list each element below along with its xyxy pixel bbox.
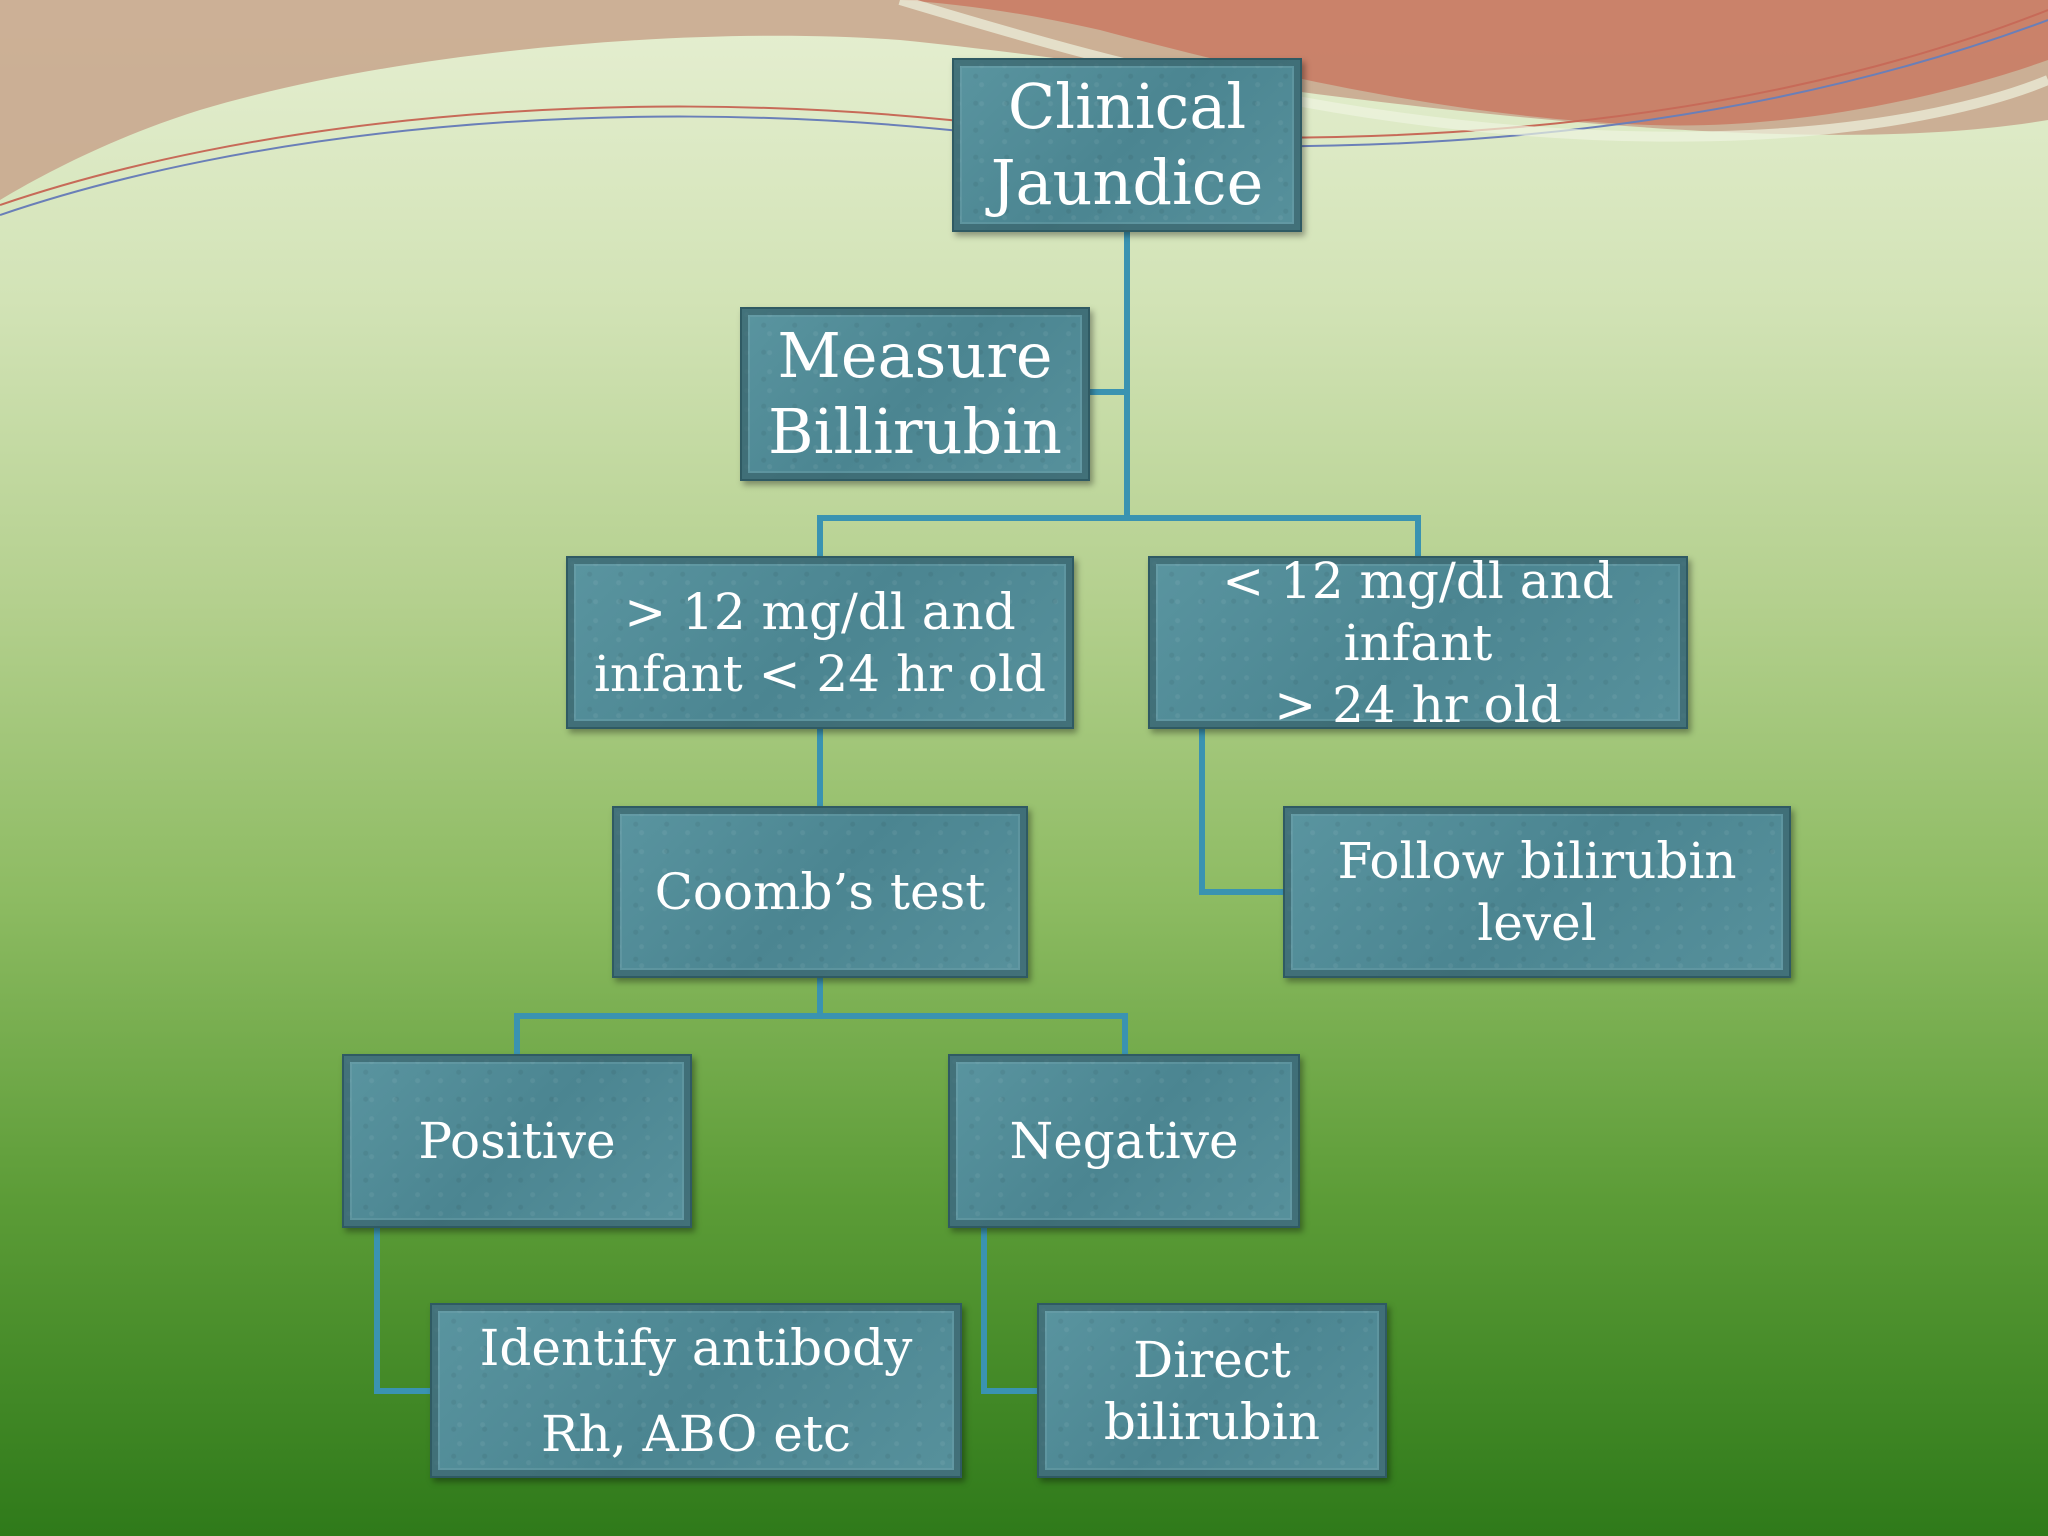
node-clinical-jaundice: Clinical Jaundice <box>952 58 1302 232</box>
node-positive: Positive <box>342 1054 692 1228</box>
node-negative: Negative <box>948 1054 1300 1228</box>
node-measure-bilirubin: Measure Billirubin <box>740 307 1090 481</box>
node-follow-bilirubin: Follow bilirubin level <box>1283 806 1791 978</box>
node-identify-antibody: Identify antibody Rh, ABO etc <box>430 1303 962 1478</box>
connector-coombs-split <box>514 978 1128 1054</box>
node-low-bilirubin: < 12 mg/dl and infant > 24 hr old <box>1148 552 1688 734</box>
connector-low-to-follow <box>1199 729 1283 895</box>
connector-negative-to-direct <box>981 1228 1037 1394</box>
node-coombs-test: Coomb’s test <box>612 806 1028 978</box>
decorative-wave <box>0 0 2048 216</box>
connector-positive-to-identify <box>374 1228 430 1394</box>
connector-split-high-low <box>817 515 1421 556</box>
node-high-bilirubin: > 12 mg/dl and infant < 24 hr old <box>566 556 1074 729</box>
node-direct-bilirubin: Direct bilirubin <box>1037 1303 1387 1478</box>
